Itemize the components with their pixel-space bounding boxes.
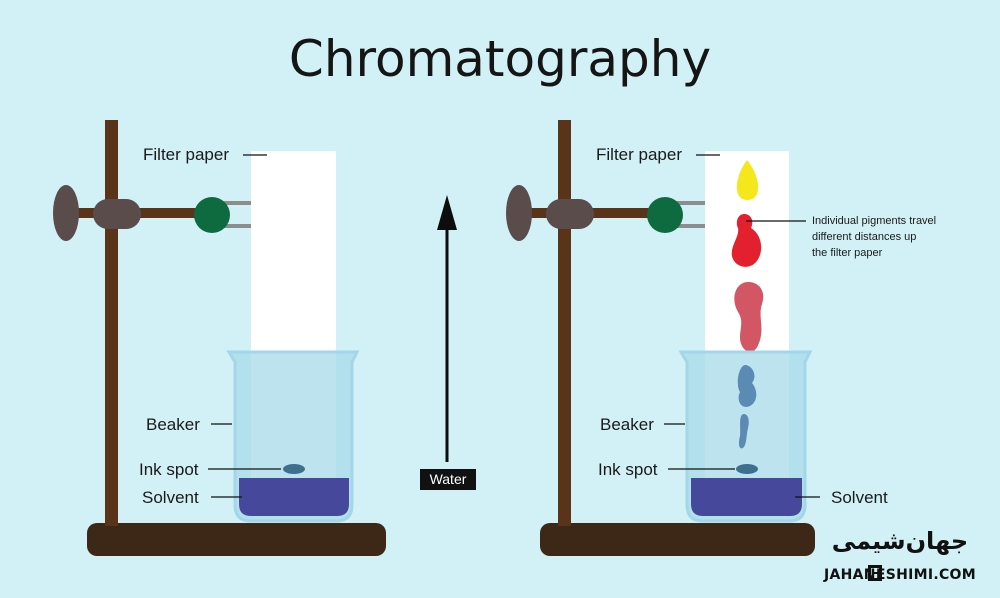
stand-rod-right	[558, 120, 571, 526]
stand-base-left	[87, 523, 386, 556]
pigment-blue-lower	[739, 414, 749, 449]
stand-rod-left	[105, 120, 118, 526]
water-arrow	[437, 195, 457, 462]
left-apparatus	[53, 120, 386, 556]
brand-logo-icon	[868, 565, 882, 581]
clamp-knob-stem-right	[508, 205, 530, 221]
pigment-blue-upper	[737, 364, 757, 407]
label-solvent-right: Solvent	[831, 488, 888, 507]
pigment-yellow	[736, 160, 759, 200]
clamp-prong-bottom-left	[218, 224, 274, 228]
clamp-ball-right	[647, 197, 683, 233]
brand-website: JAHANESHIMI.COM	[824, 567, 976, 583]
label-filter-paper-left: Filter paper	[143, 145, 229, 164]
label-ink-spot-left: Ink spot	[139, 460, 199, 479]
solvent-right	[691, 478, 802, 516]
water-label: Water	[420, 469, 476, 490]
label-ink-spot-right: Ink spot	[598, 460, 658, 479]
brand-persian: جهان‌شیمی	[831, 527, 969, 555]
clamp-prong-bottom-right	[671, 224, 727, 228]
pigment-red	[731, 214, 762, 267]
pigments-note: Individual pigments travel different dis…	[812, 213, 936, 261]
label-beaker-right: Beaker	[600, 415, 654, 434]
label-beaker-left: Beaker	[146, 415, 200, 434]
stand-base-right	[540, 523, 815, 556]
solvent-left	[239, 478, 349, 516]
clamp-knob-stem-left	[55, 205, 77, 221]
ink-spot-left	[283, 464, 305, 474]
page-title: Chromatography	[288, 30, 712, 88]
boss-head-right	[546, 199, 594, 229]
label-filter-paper-right: Filter paper	[596, 145, 682, 164]
pigments-note-line-3: the filter paper	[812, 247, 883, 259]
ink-spot-right	[736, 464, 758, 474]
pigment-pink	[734, 282, 764, 353]
clamp-ball-left	[194, 197, 230, 233]
boss-head-left	[93, 199, 141, 229]
label-solvent-left: Solvent	[142, 488, 199, 507]
pigments-note-line-2: different distances up	[812, 231, 917, 243]
right-apparatus	[506, 120, 820, 556]
clamp-prong-top-right	[671, 201, 727, 205]
pigments-note-line-1: Individual pigments travel	[812, 215, 937, 227]
clamp-prong-top-left	[218, 201, 274, 205]
